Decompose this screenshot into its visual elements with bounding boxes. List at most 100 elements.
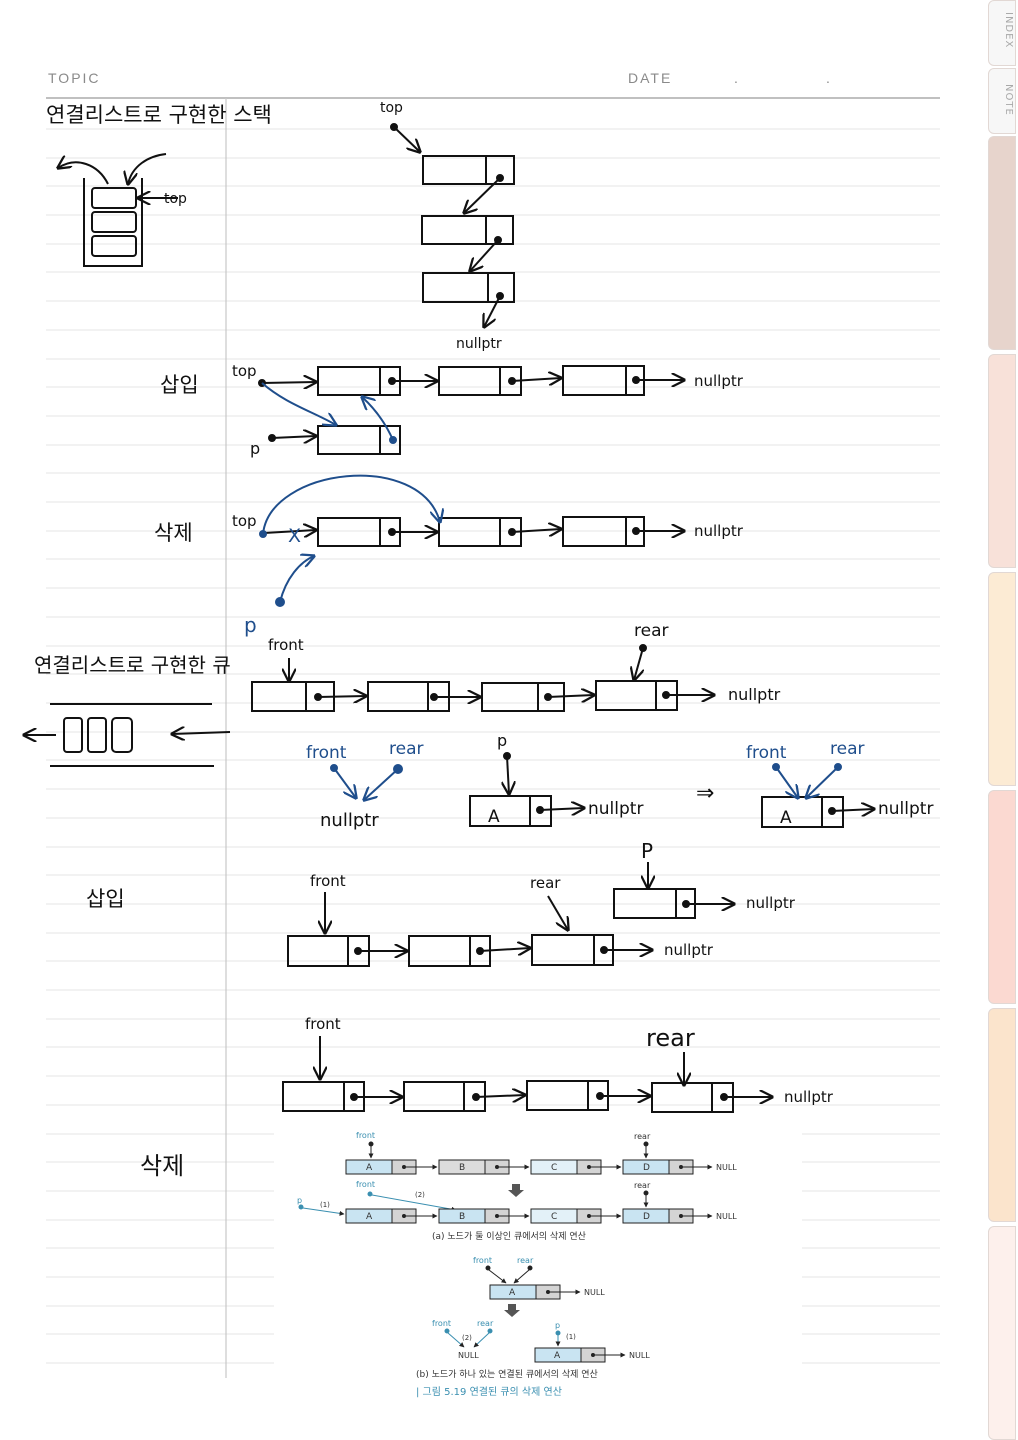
fig-a2-step1: (1) <box>320 1201 330 1209</box>
fig-a2-node-c: C <box>551 1212 557 1222</box>
stack-insert-top-label: top <box>232 362 257 380</box>
queue-single-null-label: nullptr <box>588 799 643 819</box>
stack-insert-label: 삽입 <box>160 373 199 397</box>
stack-insert-diagram <box>258 365 684 455</box>
fig-b2-step1: (1) <box>566 1333 576 1341</box>
queue-after-node-value: A <box>780 808 792 828</box>
fig-a-null: NULL <box>716 1163 737 1172</box>
fig-b-rear-label: rear <box>517 1256 534 1265</box>
fig-a-caption: (a) 노드가 둘 이상인 큐에서의 삭제 연산 <box>432 1231 586 1242</box>
stack-delete-x-mark: X <box>288 525 301 547</box>
queue-rear-label: rear <box>634 621 668 641</box>
notebook-tabs: INDEX NOTE <box>986 0 1018 1440</box>
fig-b2-null: NULL <box>629 1351 650 1360</box>
fig-b-caption: (b) 노드가 하나 있는 연결된 큐에서의 삭제 연산 <box>416 1368 598 1380</box>
tab-section-6[interactable] <box>988 1226 1016 1440</box>
fig-down-arrow-b <box>504 1304 520 1317</box>
queue-single-node <box>469 752 584 827</box>
fig-a2-node-a: A <box>366 1212 373 1222</box>
queue-empty-null-label: nullptr <box>320 810 379 831</box>
stack-delete-label: 삭제 <box>154 521 193 545</box>
textbook-figure: front rear A B C D NULL <box>297 1131 737 1398</box>
fig-a2-null: NULL <box>716 1212 737 1221</box>
queue-main-list <box>251 644 714 712</box>
queue-icon <box>24 703 231 767</box>
stack-delete-blue-arrows <box>259 474 440 607</box>
tab-section-3[interactable] <box>988 572 1016 786</box>
stack-insert-p-label: p <box>250 439 260 458</box>
queue-insert-label: 삽입 <box>86 887 125 911</box>
fig-b2-front-label: front <box>432 1319 451 1328</box>
fig-b2-step2: (2) <box>462 1334 472 1342</box>
topic-label: TOPIC <box>48 70 101 86</box>
queue-after-front-label: front <box>746 743 787 763</box>
stack-icon <box>58 153 178 267</box>
queue-single-node-value: A <box>488 807 500 827</box>
stack-insert-null-label: nullptr <box>694 372 744 390</box>
queue-delete-label: 삭제 <box>140 1152 184 1180</box>
fig-b2-rear-label: rear <box>477 1319 494 1328</box>
queue-front-label: front <box>268 636 304 654</box>
fig-caption: | 그림 5.19 연결된 큐의 삭제 연산 <box>416 1386 562 1398</box>
tab-index[interactable] <box>988 0 1016 66</box>
queue-after-rear-label: rear <box>830 739 864 759</box>
tab-note-label: NOTE <box>1003 84 1014 116</box>
queue-empty-rear-label: rear <box>389 739 423 759</box>
fig-a-node-d: D <box>643 1163 650 1173</box>
stack-insert-blue-arrows <box>261 382 397 444</box>
tab-section-2[interactable] <box>988 354 1016 568</box>
date-label: DATE <box>628 70 673 86</box>
stack-icon-top-label: top <box>164 191 187 207</box>
stack-delete-p-label: p <box>244 613 257 637</box>
fig-a2-p-label: p <box>297 1196 302 1205</box>
tab-section-4[interactable] <box>988 790 1016 1004</box>
stack-title: 연결리스트로 구현한 스택 <box>46 103 272 127</box>
stack-vertical-list <box>390 123 515 327</box>
fig-a2-rear-label: rear <box>634 1181 651 1190</box>
fig-a-node-c: C <box>551 1163 557 1173</box>
queue-empty-front-label: front <box>306 743 347 763</box>
tab-note[interactable] <box>988 68 1016 134</box>
fig-a-node-b: B <box>459 1163 465 1173</box>
stack-delete-top-label: top <box>232 512 257 530</box>
queue-single-p-label: p <box>497 731 507 750</box>
queue-delete-null-label: nullptr <box>784 1088 834 1106</box>
queue-insert-front-label: front <box>310 872 346 890</box>
queue-insert-rear-label: rear <box>530 874 561 892</box>
tab-index-label: INDEX <box>1003 12 1014 49</box>
queue-insert-null-label-2: nullptr <box>664 941 714 959</box>
fig-b-front-label: front <box>473 1256 492 1265</box>
fig-b2-node: A <box>554 1351 561 1361</box>
queue-insert-diagram <box>287 862 734 967</box>
queue-after-null-label: nullptr <box>878 799 933 819</box>
fig-a-front-label: front <box>356 1131 375 1140</box>
fig-b2-p-label: p <box>555 1321 560 1330</box>
tab-section-5[interactable] <box>988 1008 1016 1222</box>
stack-delete-null-label: nullptr <box>694 522 744 540</box>
queue-insert-null-label-1: nullptr <box>746 894 796 912</box>
stack-delete-diagram <box>263 516 684 547</box>
fig-a2-node-b: B <box>459 1212 465 1222</box>
textbook-figure-background <box>274 1130 802 1414</box>
fig-down-arrow <box>508 1184 524 1197</box>
fig-a-rear-label: rear <box>634 1132 651 1141</box>
queue-empty-arrows <box>330 764 403 800</box>
queue-after-node <box>761 796 874 828</box>
date-separator: . <box>826 70 832 86</box>
implies-arrow: ⇒ <box>696 781 714 806</box>
handwritten-notes: 연결리스트로 구현한 스택 top top nullptr 삽입 top <box>0 97 940 1414</box>
queue-after-arrows <box>772 763 842 798</box>
tab-section-1[interactable] <box>988 136 1016 350</box>
queue-insert-p-label: P <box>641 839 653 863</box>
stack-null-label: nullptr <box>456 336 502 352</box>
queue-delete-front-label: front <box>305 1015 341 1033</box>
queue-delete-diagram <box>282 1036 772 1113</box>
fig-b-null: NULL <box>584 1288 605 1297</box>
queue-title: 연결리스트로 구현한 큐 <box>34 653 231 677</box>
fig-a2-front-label: front <box>356 1180 375 1189</box>
date-separator: . <box>734 70 740 86</box>
fig-a2-step2: (2) <box>415 1191 425 1199</box>
fig-b-node: A <box>509 1288 516 1298</box>
stack-top-label: top <box>380 100 403 116</box>
